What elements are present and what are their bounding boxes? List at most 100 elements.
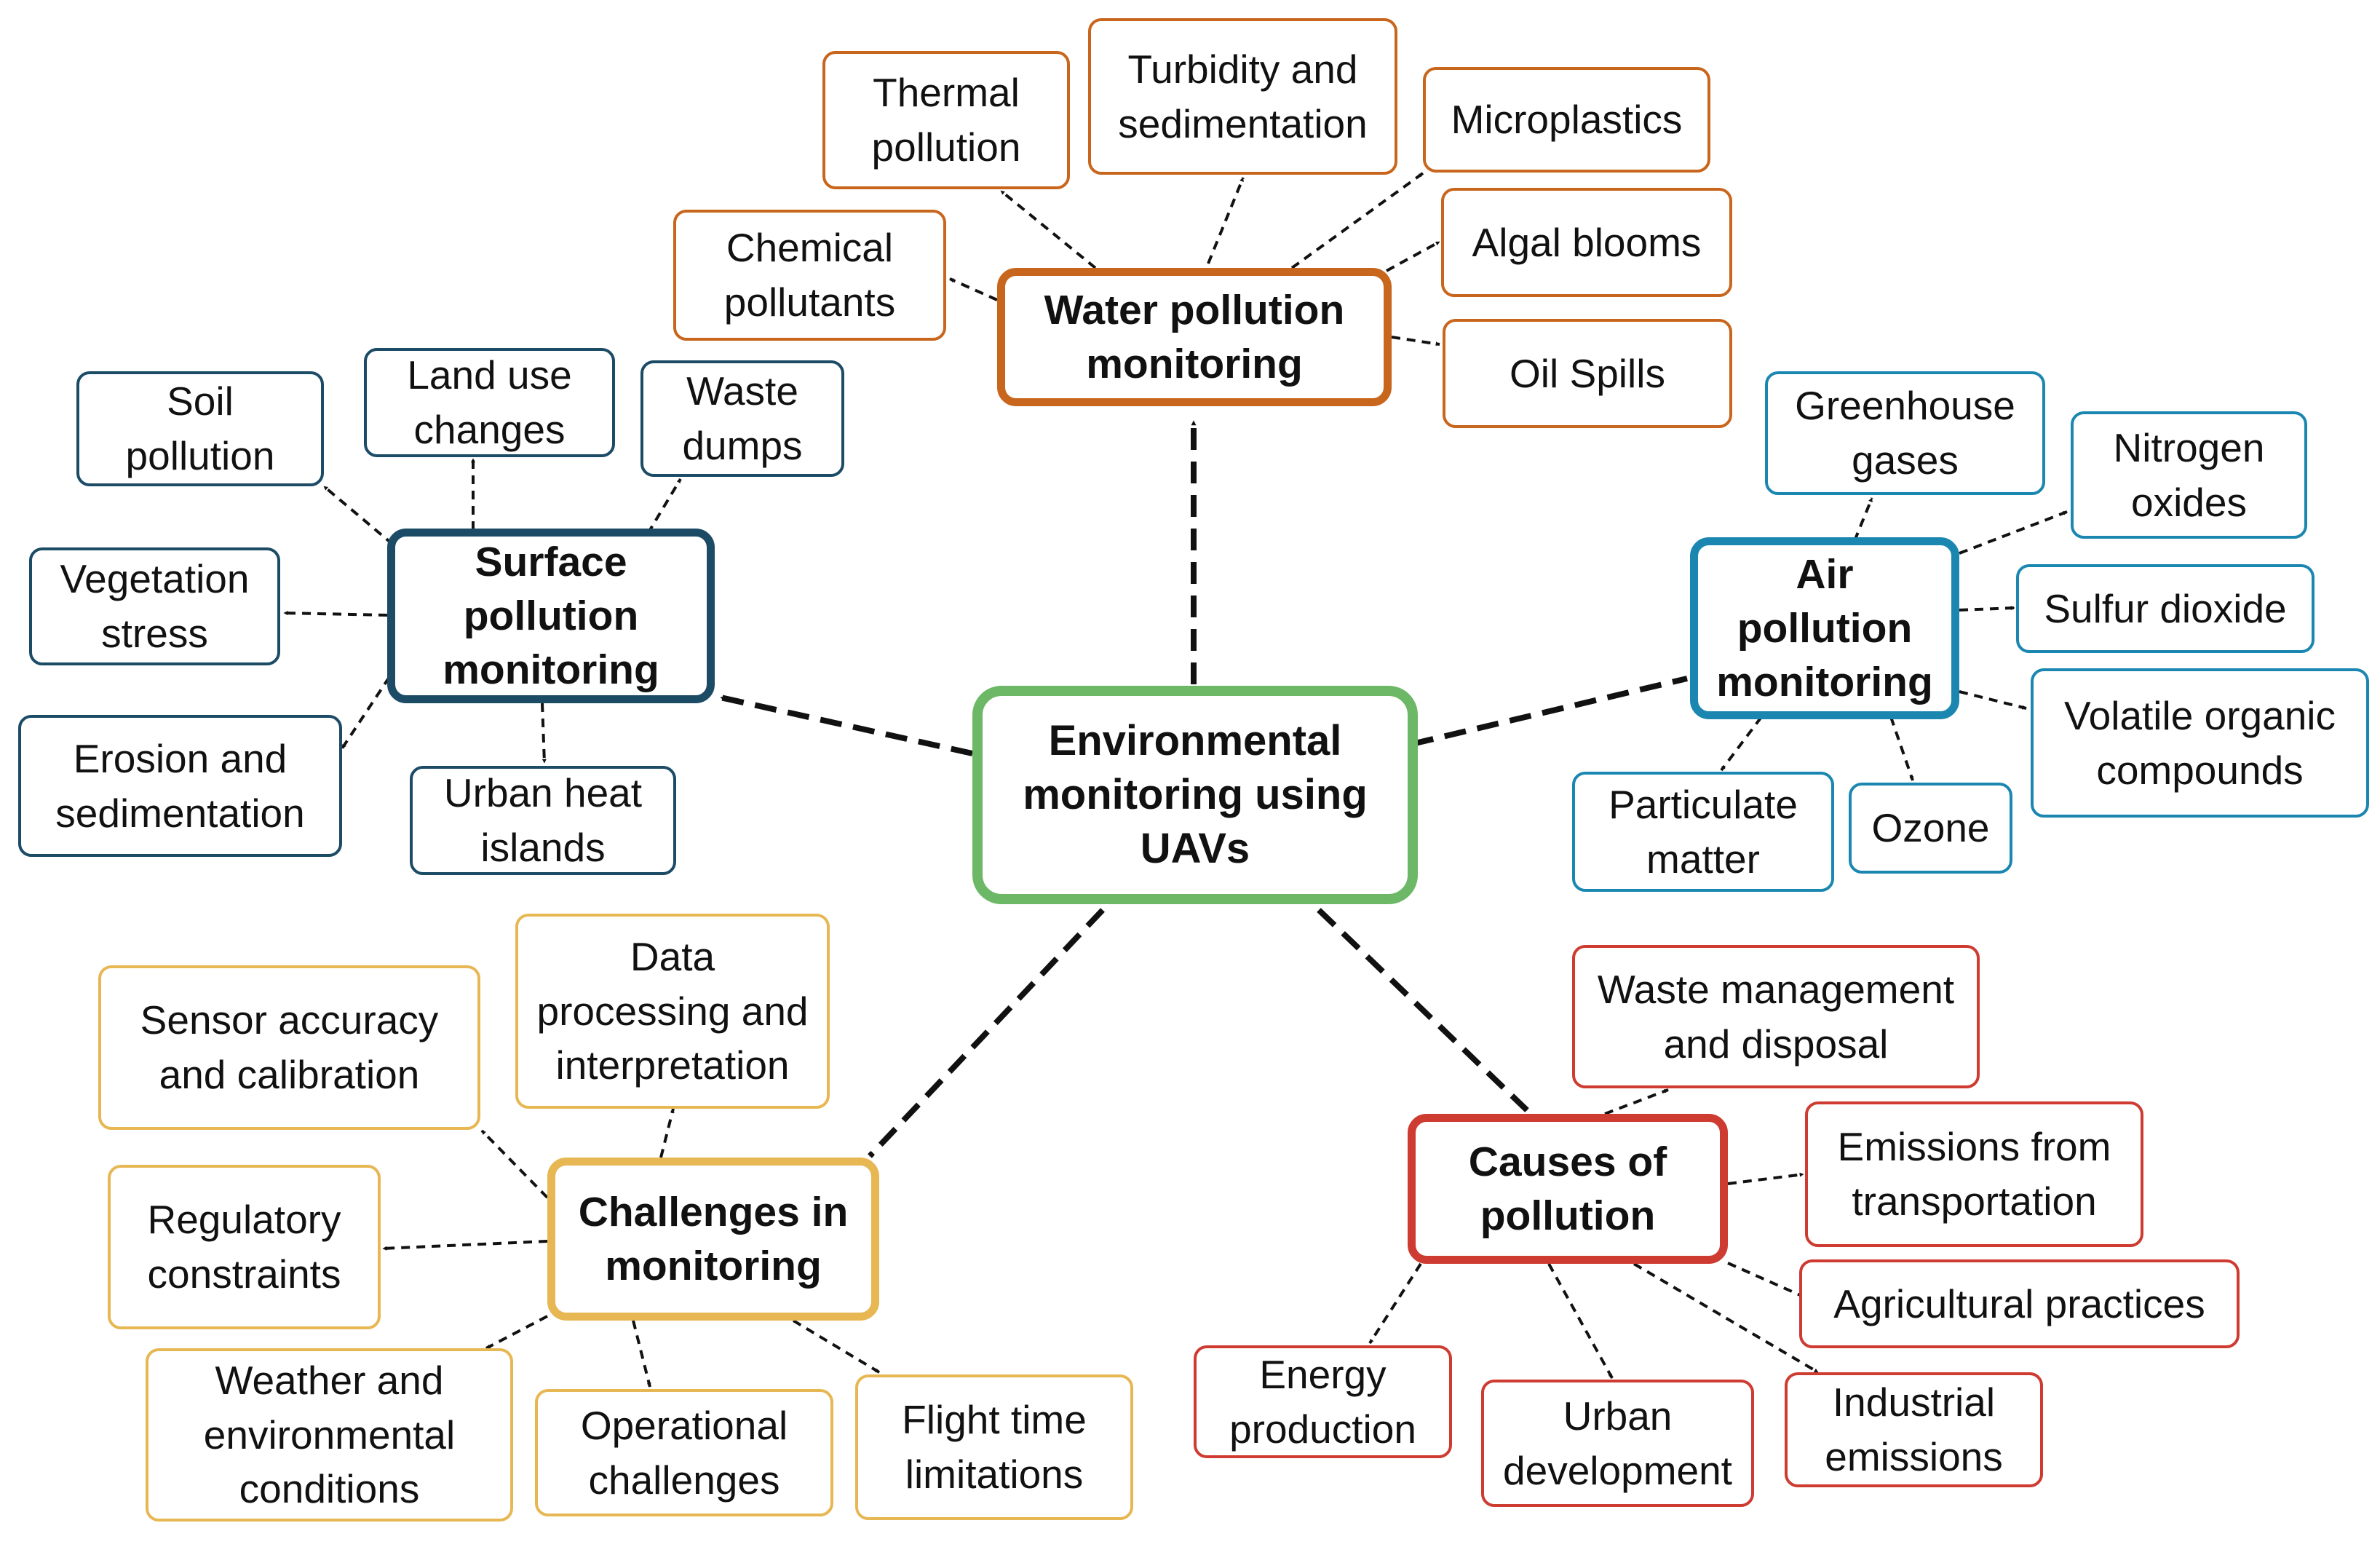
arrow-air-greenhouse — [1853, 497, 1873, 542]
arrow-challenges-flight — [792, 1319, 881, 1374]
oil-spills-node: Oil Spills — [1443, 319, 1732, 428]
leaf-label: Volatile organic compounds — [2063, 692, 2336, 793]
leaf-label: Agricultural practices — [1833, 1281, 2205, 1326]
land-use-changes-node: Land use changes — [364, 348, 615, 457]
arrow-air-nitrogen — [1959, 510, 2068, 555]
leaf-label: Sensor accuracy and calibration — [140, 997, 439, 1097]
leaf-label: Erosion and sedimentation — [55, 735, 305, 836]
leaf-label: Microplastics — [1451, 97, 1683, 143]
surface-hub-label: Surface pollution monitoring — [443, 538, 659, 694]
leaf-label: Turbidity and sedimentation — [1118, 46, 1368, 146]
arrow-water-thermal — [999, 189, 1097, 269]
air-pollution-hub: Air pollution monitoring — [1690, 537, 1959, 719]
center-node: Environmental monitoring using UAVs — [972, 686, 1418, 904]
erosion-sedimentation-node: Erosion and sedimentation — [18, 715, 342, 857]
arrow-center-to-air — [1411, 676, 1688, 747]
arrow-air-ozone — [1889, 716, 1914, 781]
leaf-label: Energy production — [1229, 1351, 1416, 1452]
arrow-water-oil — [1391, 336, 1440, 347]
data-processing-node: Data processing and interpretation — [515, 914, 830, 1109]
arrow-surface-waste — [646, 478, 682, 535]
leaf-label: Waste dumps — [682, 368, 803, 468]
turbidity-node: Turbidity and sedimentation — [1088, 18, 1397, 175]
arrow-surface-soil — [322, 485, 394, 546]
arrow-causes-transport — [1727, 1172, 1804, 1185]
soil-pollution-node: Soil pollution — [76, 371, 324, 486]
arrow-center-to-challenges — [868, 908, 1105, 1158]
leaf-label: Land use changes — [407, 352, 572, 452]
leaf-label: Soil pollution — [125, 379, 275, 478]
arrow-water-microplastics — [1290, 172, 1424, 269]
arrow-center-to-causes — [1317, 908, 1529, 1112]
transportation-emissions-node: Emissions from transportation — [1805, 1101, 2143, 1247]
leaf-label: Nitrogen oxides — [2113, 424, 2265, 525]
leaf-label: Flight time limitations — [902, 1397, 1087, 1497]
arrow-challenges-data — [659, 1108, 675, 1158]
arrow-causes-agricultural — [1727, 1262, 1806, 1299]
arrow-causes-energy — [1368, 1262, 1422, 1345]
regulatory-constraints-node: Regulatory constraints — [108, 1165, 381, 1329]
surface-pollution-hub: Surface pollution monitoring — [387, 529, 715, 703]
leaf-label: Greenhouse gases — [1795, 383, 2015, 483]
leaf-label: Industrial emissions — [1825, 1380, 2003, 1479]
flight-time-limitations-node: Flight time limitations — [855, 1374, 1133, 1520]
arrow-challenges-weather — [485, 1315, 548, 1350]
causes-hub: Causes of pollution — [1408, 1114, 1728, 1264]
waste-dumps-node: Waste dumps — [640, 360, 844, 477]
arrow-surface-erosion — [341, 676, 391, 750]
ozone-node: Ozone — [1849, 783, 2012, 874]
leaf-label: Operational challenges — [580, 1402, 788, 1503]
leaf-label: Urban development — [1503, 1393, 1732, 1493]
leaf-label: Data processing and interpretation — [536, 933, 809, 1088]
leaf-label: Emissions from transportation — [1837, 1124, 2111, 1224]
water-pollution-hub: Water pollution monitoring — [997, 268, 1392, 406]
leaf-label: Regulatory constraints — [147, 1197, 341, 1297]
leaf-label: Sulfur dioxide — [2044, 585, 2287, 631]
thermal-pollution-node: Thermal pollution — [822, 51, 1070, 189]
particulate-matter-node: Particulate matter — [1572, 772, 1834, 892]
urban-development-node: Urban development — [1481, 1380, 1754, 1507]
urban-heat-islands-node: Urban heat islands — [410, 766, 676, 875]
weather-conditions-node: Weather and environmental conditions — [146, 1348, 513, 1522]
leaf-label: Algal blooms — [1472, 219, 1702, 265]
arrow-surface-urbanheat — [541, 703, 547, 764]
sensor-accuracy-node: Sensor accuracy and calibration — [98, 965, 480, 1130]
causes-hub-label: Causes of pollution — [1468, 1138, 1667, 1239]
volatile-organic-compounds-node: Volatile organic compounds — [2031, 668, 2369, 818]
challenges-hub: Challenges in monitoring — [547, 1158, 879, 1321]
arrow-causes-urban — [1547, 1263, 1614, 1379]
arrow-center-to-surface — [720, 695, 973, 756]
agricultural-practices-node: Agricultural practices — [1799, 1259, 2240, 1348]
nitrogen-oxides-node: Nitrogen oxides — [2071, 411, 2307, 539]
arrow-surface-vegetation — [283, 611, 388, 617]
arrow-challenges-operational — [632, 1320, 651, 1388]
greenhouse-gases-node: Greenhouse gases — [1765, 371, 2045, 495]
chemical-pollutants-node: Chemical pollutants — [673, 210, 946, 341]
operational-challenges-node: Operational challenges — [535, 1389, 833, 1516]
leaf-label: Urban heat islands — [443, 770, 643, 870]
algal-blooms-node: Algal blooms — [1441, 188, 1732, 297]
waste-management-node: Waste management and disposal — [1572, 945, 1980, 1088]
arrow-challenges-sensor — [480, 1129, 549, 1199]
arrow-causes-waste — [1604, 1088, 1669, 1115]
arrow-air-sulfur — [1959, 606, 2015, 612]
arrow-air-particulate — [1720, 716, 1763, 772]
arrow-water-chemical — [949, 277, 998, 301]
arrow-water-algal — [1386, 240, 1440, 272]
energy-production-node: Energy production — [1194, 1345, 1452, 1458]
leaf-label: Thermal pollution — [871, 70, 1021, 170]
vegetation-stress-node: Vegetation stress — [29, 547, 280, 665]
leaf-label: Oil Spills — [1510, 350, 1665, 396]
arrow-air-voc — [1959, 690, 2027, 710]
leaf-label: Ozone — [1871, 805, 1990, 851]
challenges-hub-label: Challenges in monitoring — [578, 1188, 849, 1289]
arrow-challenges-regulatory — [382, 1240, 548, 1251]
arrow-water-turbidity — [1207, 177, 1245, 264]
leaf-label: Vegetation stress — [60, 556, 250, 656]
microplastics-node: Microplastics — [1423, 67, 1710, 173]
center-label: Environmental monitoring using UAVs — [1023, 716, 1368, 873]
air-hub-label: Air pollution monitoring — [1716, 550, 1933, 706]
leaf-label: Waste management and disposal — [1597, 966, 1955, 1067]
